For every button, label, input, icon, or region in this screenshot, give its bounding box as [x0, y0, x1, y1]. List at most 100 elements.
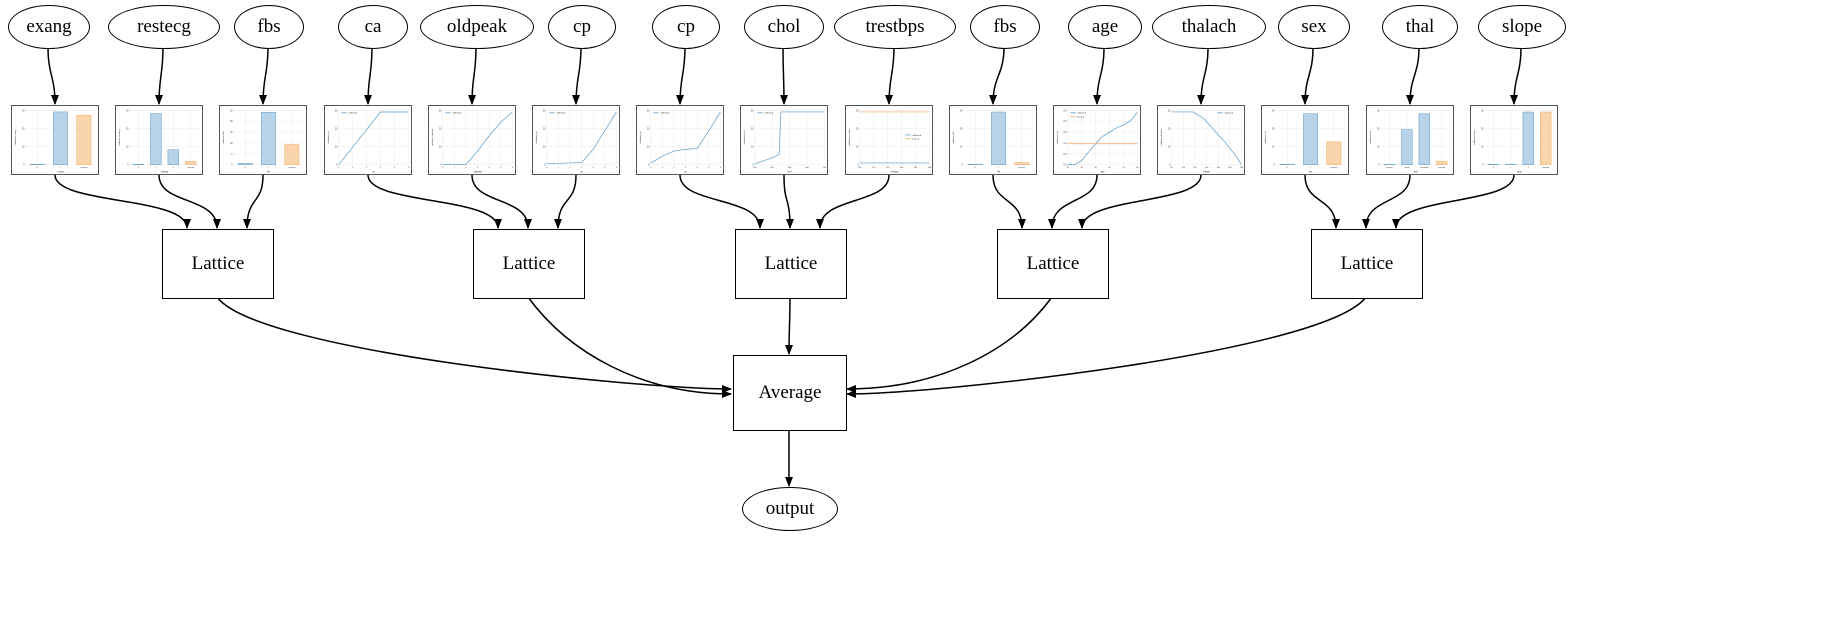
svg-text:100: 100	[1182, 167, 1186, 169]
svg-text:fbs: fbs	[997, 171, 1001, 173]
feature-node-age1[interactable]: age	[1068, 5, 1142, 49]
svg-text:0: 0	[650, 167, 652, 169]
svg-text:30: 30	[543, 110, 546, 112]
feature-label: cp	[573, 16, 591, 37]
lattice-5[interactable]: Lattice	[1311, 229, 1423, 299]
feature-node-cp1[interactable]: cp	[548, 5, 616, 49]
output-node[interactable]: output	[742, 487, 838, 531]
feature-label: thalach	[1181, 16, 1237, 37]
edge	[992, 174, 1026, 229]
feature-node-thalach1[interactable]: thalach	[1152, 5, 1266, 49]
svg-text:160: 160	[1216, 167, 1220, 169]
svg-text:missing: missing	[1077, 117, 1085, 119]
svg-text:0: 0	[23, 165, 25, 167]
lattice-1[interactable]: Lattice	[162, 229, 274, 299]
svg-text:15: 15	[230, 132, 233, 134]
lattice-label: Lattice	[502, 253, 556, 274]
svg-text:5: 5	[604, 167, 606, 169]
svg-text:calibrated: calibrated	[764, 112, 774, 115]
feature-node-ca[interactable]: ca	[338, 5, 408, 49]
svg-text:3: 3	[380, 167, 382, 169]
feature-node-fbs2[interactable]: fbs	[970, 5, 1040, 49]
svg-text:120: 120	[872, 167, 876, 169]
feature-node-sex1[interactable]: sex	[1278, 5, 1350, 49]
svg-text:thalach: thalach	[1203, 170, 1211, 173]
svg-text:1: 1	[268, 167, 270, 169]
feature-node-cp2[interactable]: cp	[652, 5, 720, 49]
lattice-3[interactable]: Lattice	[735, 229, 847, 299]
svg-text:slope: slope	[1517, 171, 1523, 173]
svg-text:calibrated slope: calibrated slope	[1473, 129, 1476, 145]
svg-text:0: 0	[231, 165, 233, 167]
average-node[interactable]: Average	[733, 355, 847, 431]
edge	[783, 174, 794, 229]
svg-text:exang: exang	[58, 171, 65, 173]
svg-text:200: 200	[1240, 167, 1244, 169]
feature-node-oldpeak[interactable]: oldpeak	[420, 5, 534, 49]
feature-node-chol1[interactable]: chol	[744, 5, 824, 49]
svg-text:20: 20	[439, 128, 442, 130]
svg-text:0.5: 0.5	[1063, 154, 1067, 156]
feature-node-fbs1[interactable]: fbs	[234, 5, 304, 49]
edge	[1197, 46, 1209, 105]
svg-text:calibrated cp: calibrated cp	[639, 131, 642, 144]
edge	[158, 174, 221, 229]
edge	[468, 46, 477, 105]
edge	[1406, 46, 1420, 105]
lattice-label: Lattice	[1340, 253, 1394, 274]
feature-label: exang	[26, 16, 72, 37]
svg-text:0: 0	[1287, 167, 1289, 169]
svg-text:calibrated exang: calibrated exang	[14, 129, 17, 145]
feature-label: slope	[1501, 16, 1543, 37]
feature-label: restecg	[137, 16, 191, 37]
feature-node-thal[interactable]: thal	[1382, 5, 1458, 49]
edge	[1078, 174, 1202, 229]
svg-text:10: 10	[1481, 147, 1484, 149]
edge	[989, 46, 1005, 105]
svg-text:cp: cp	[684, 171, 687, 173]
feature-node-restecg[interactable]: restecg	[108, 5, 220, 49]
svg-text:1.0: 1.0	[1063, 143, 1067, 145]
feature-label: chol	[767, 16, 801, 37]
lattice-4[interactable]: Lattice	[997, 229, 1109, 299]
svg-text:3: 3	[477, 167, 479, 169]
svg-text:80: 80	[1136, 167, 1139, 169]
edge	[1510, 46, 1522, 105]
svg-text:missing: missing	[1542, 167, 1549, 169]
svg-text:missing: missing	[912, 139, 920, 141]
svg-text:missing: missing	[288, 167, 295, 169]
svg-text:missing: missing	[187, 167, 194, 169]
svg-text:restecg: restecg	[161, 170, 169, 173]
feature-node-trestbps[interactable]: trestbps	[834, 5, 956, 49]
svg-text:20: 20	[126, 128, 129, 130]
svg-text:0: 0	[245, 167, 247, 169]
svg-text:120: 120	[1193, 167, 1197, 169]
svg-text:1.5: 1.5	[1063, 132, 1067, 134]
svg-text:20: 20	[543, 128, 546, 130]
svg-text:30: 30	[22, 110, 25, 112]
svg-text:calibrated: calibrated	[1224, 112, 1234, 115]
svg-text:1: 1	[998, 167, 1000, 169]
edge	[885, 46, 895, 105]
lattice-2[interactable]: Lattice	[473, 229, 585, 299]
feature-label: fbs	[993, 16, 1017, 37]
feature-node-slope[interactable]: slope	[1478, 5, 1566, 49]
feature-label: trestbps	[865, 16, 925, 37]
svg-text:30: 30	[1067, 167, 1070, 169]
svg-text:10: 10	[230, 143, 233, 145]
svg-text:calibrated fbs: calibrated fbs	[952, 131, 955, 144]
svg-text:5: 5	[500, 167, 502, 169]
svg-text:missing: missing	[1438, 167, 1445, 169]
svg-text:10: 10	[856, 147, 859, 149]
svg-text:sex: sex	[1309, 171, 1313, 173]
svg-text:1: 1	[352, 167, 354, 169]
svg-text:5: 5	[708, 167, 710, 169]
feature-node-exang[interactable]: exang	[8, 5, 90, 49]
svg-text:1: 1	[1510, 167, 1512, 169]
svg-text:0.0: 0.0	[1063, 165, 1067, 167]
svg-text:calibrated: calibrated	[452, 112, 462, 115]
